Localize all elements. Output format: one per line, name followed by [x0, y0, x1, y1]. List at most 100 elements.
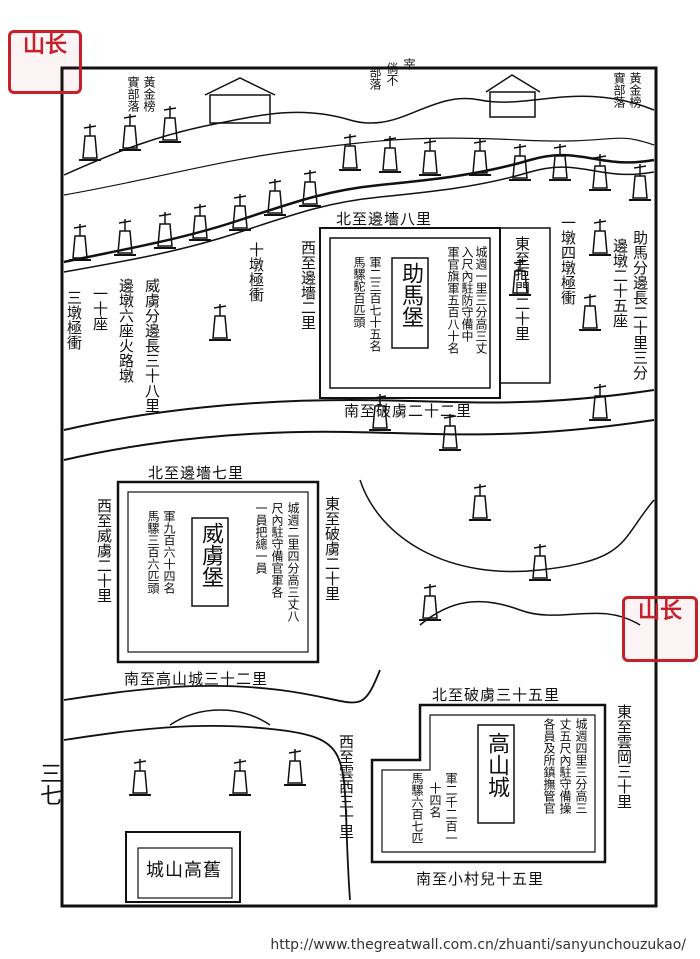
beacon-tower-icon: [284, 749, 306, 786]
lower-river-top: [63, 669, 381, 704]
gaoshan-desc-1: 城週四里三分高三: [574, 718, 588, 814]
zhuma-east: 東至拒門二十里: [513, 236, 531, 341]
watchtower-note-right: 一墩四墩極衝: [559, 215, 577, 305]
zhuma-troops: 軍二三百七十五名: [368, 256, 382, 352]
beacon-tower-icon: [549, 144, 571, 181]
source-url: http://www.thegreatwall.com.cn/zhuanti/s…: [270, 937, 686, 953]
zhuma-name: 助馬堡: [398, 262, 423, 328]
page-marker: 三七: [36, 762, 61, 806]
border-note-weilu-towers: 邊墩六座火路墩: [117, 278, 135, 383]
beacon-tower-icon: [229, 759, 251, 796]
weilu-south: 南至高山城三十二里: [124, 670, 269, 688]
gaoshan-fort: [370, 703, 607, 864]
beacon-tower-icon: [69, 224, 91, 261]
beacon-tower-icon: [419, 139, 441, 176]
gaoshan-desc-2: 丈五尺內駐守備操: [558, 718, 572, 814]
weilu-west: 西至威虜二十里: [95, 498, 113, 603]
beacon-tower-icon: [469, 484, 491, 521]
zhuma-desc-1: 城週一里三分高三丈: [474, 246, 488, 354]
border-note-left-count: 一十座: [91, 286, 109, 331]
terrain-top: [63, 95, 655, 176]
beacon-tower-icon: [589, 219, 611, 256]
beacon-tower-icon: [509, 144, 531, 181]
weilu-name: 威虜堡: [198, 522, 223, 588]
tribe-label-tr2: 實部落: [612, 72, 626, 108]
beacon-tower-icon: [159, 106, 181, 143]
beacon-tower-icon: [114, 219, 136, 256]
border-note-zhuma: 助馬分邊長二十里三分: [631, 230, 649, 380]
zhuma-desc-2: 入尺內駐防守備中: [460, 246, 474, 342]
tribe-label-tm2: 倘不: [385, 62, 399, 86]
gaoshan-troops: 軍二千二百一: [444, 772, 458, 844]
tribe-label-tr1: 黃金榜: [628, 72, 642, 108]
zhuma-desc-3: 軍官旗軍五百八十名: [446, 246, 460, 354]
weilu-desc-2: 尺內駐守備官軍各: [270, 502, 284, 598]
old-gaoshan-city: [125, 831, 241, 903]
beacon-tower-icon: [154, 212, 176, 249]
gaoshan-north: 北至破虜三十五里: [432, 686, 561, 704]
weilu-desc-1: 城週二里四分高三丈八: [286, 502, 300, 622]
beacon-tower-icon: [629, 164, 651, 201]
weilu-north: 北至邊墻七里: [148, 464, 245, 482]
tribe-label-tl1: 黃金榜: [142, 76, 156, 112]
beacon-tower-icon: [419, 584, 441, 621]
zhuma-horses: 馬騾駝百匹頭: [352, 256, 366, 328]
tribe-camp-right: [485, 74, 541, 118]
beacon-tower-icon: [589, 154, 611, 191]
watchtower-note-middle: 十墩極衝: [247, 242, 265, 302]
hills-east: [419, 600, 641, 626]
zhuma-west: 西至邊墻二里: [299, 240, 317, 330]
terrain-top-2: [63, 137, 655, 196]
zhuma-south: 南至破虜二十二里: [344, 402, 473, 420]
great-wall: [63, 153, 655, 264]
beacon-tower-icon: [469, 139, 491, 176]
great-wall-inner: [63, 166, 655, 273]
border-note-weilu: 威虜分邊長三十八里: [143, 278, 161, 413]
beacon-tower-icon: [229, 194, 251, 231]
gaoshan-east: 東至雲岡三十里: [615, 704, 633, 809]
seal-right: 山长: [622, 596, 698, 662]
weilu-troops: 軍九百六十四名: [162, 510, 176, 594]
beacon-tower-icon: [379, 136, 401, 173]
hills-mid: [169, 709, 271, 726]
gaoshan-west: 西至雲西三十里: [337, 734, 355, 839]
old-gaoshan-label: 城山高舊: [146, 860, 222, 881]
beacon-towers: [69, 106, 651, 796]
weilu-horses: 馬騾三百六匹頭: [146, 510, 160, 594]
river-top: [63, 389, 655, 431]
beacon-tower-icon: [589, 384, 611, 421]
weilu-desc-3: 一員把總一員: [254, 502, 268, 574]
beacon-tower-icon: [299, 170, 321, 207]
beacon-tower-icon: [339, 134, 361, 171]
zhuma-north: 北至邊墻八里: [336, 210, 433, 228]
weilu-east: 東至破虜二十里: [323, 496, 341, 601]
beacon-tower-icon: [119, 114, 141, 151]
weilu-fort: [116, 480, 320, 664]
gaoshan-desc-3: 各員及所鎮撫管官: [542, 718, 556, 814]
tribe-label-tm1: 宰: [402, 58, 416, 70]
tribe-label-tm3: 部落: [368, 66, 382, 90]
tribe-label-tl2: 實部落: [126, 76, 140, 112]
tribe-camp-left: [204, 77, 276, 124]
lower-river-bottom: [63, 724, 351, 901]
river-east: [359, 479, 655, 573]
gaoshan-name: 高山城: [484, 732, 509, 798]
zhuma-fort: [319, 227, 551, 399]
beacon-tower-icon: [529, 544, 551, 581]
map-frame: [60, 66, 658, 908]
gaoshan-troops-2: 十四名: [428, 782, 442, 818]
beacon-tower-icon: [579, 294, 601, 331]
gaoshan-horses: 馬騾六百七匹: [410, 772, 424, 844]
beacon-tower-icon: [189, 204, 211, 241]
gaoshan-south: 南至小村兒十五里: [416, 870, 545, 888]
border-note-zhuma-towers: 邊墩二十五座: [611, 238, 629, 328]
beacon-tower-icon: [209, 304, 231, 341]
beacon-tower-icon: [129, 759, 151, 796]
seal-top-left: 山长: [8, 30, 82, 94]
watchtower-note-left: 三墩極衝: [65, 290, 83, 350]
river-bottom: [63, 419, 655, 461]
beacon-tower-icon: [509, 259, 531, 296]
beacon-tower-icon: [79, 124, 101, 161]
beacon-tower-icon: [264, 179, 286, 216]
